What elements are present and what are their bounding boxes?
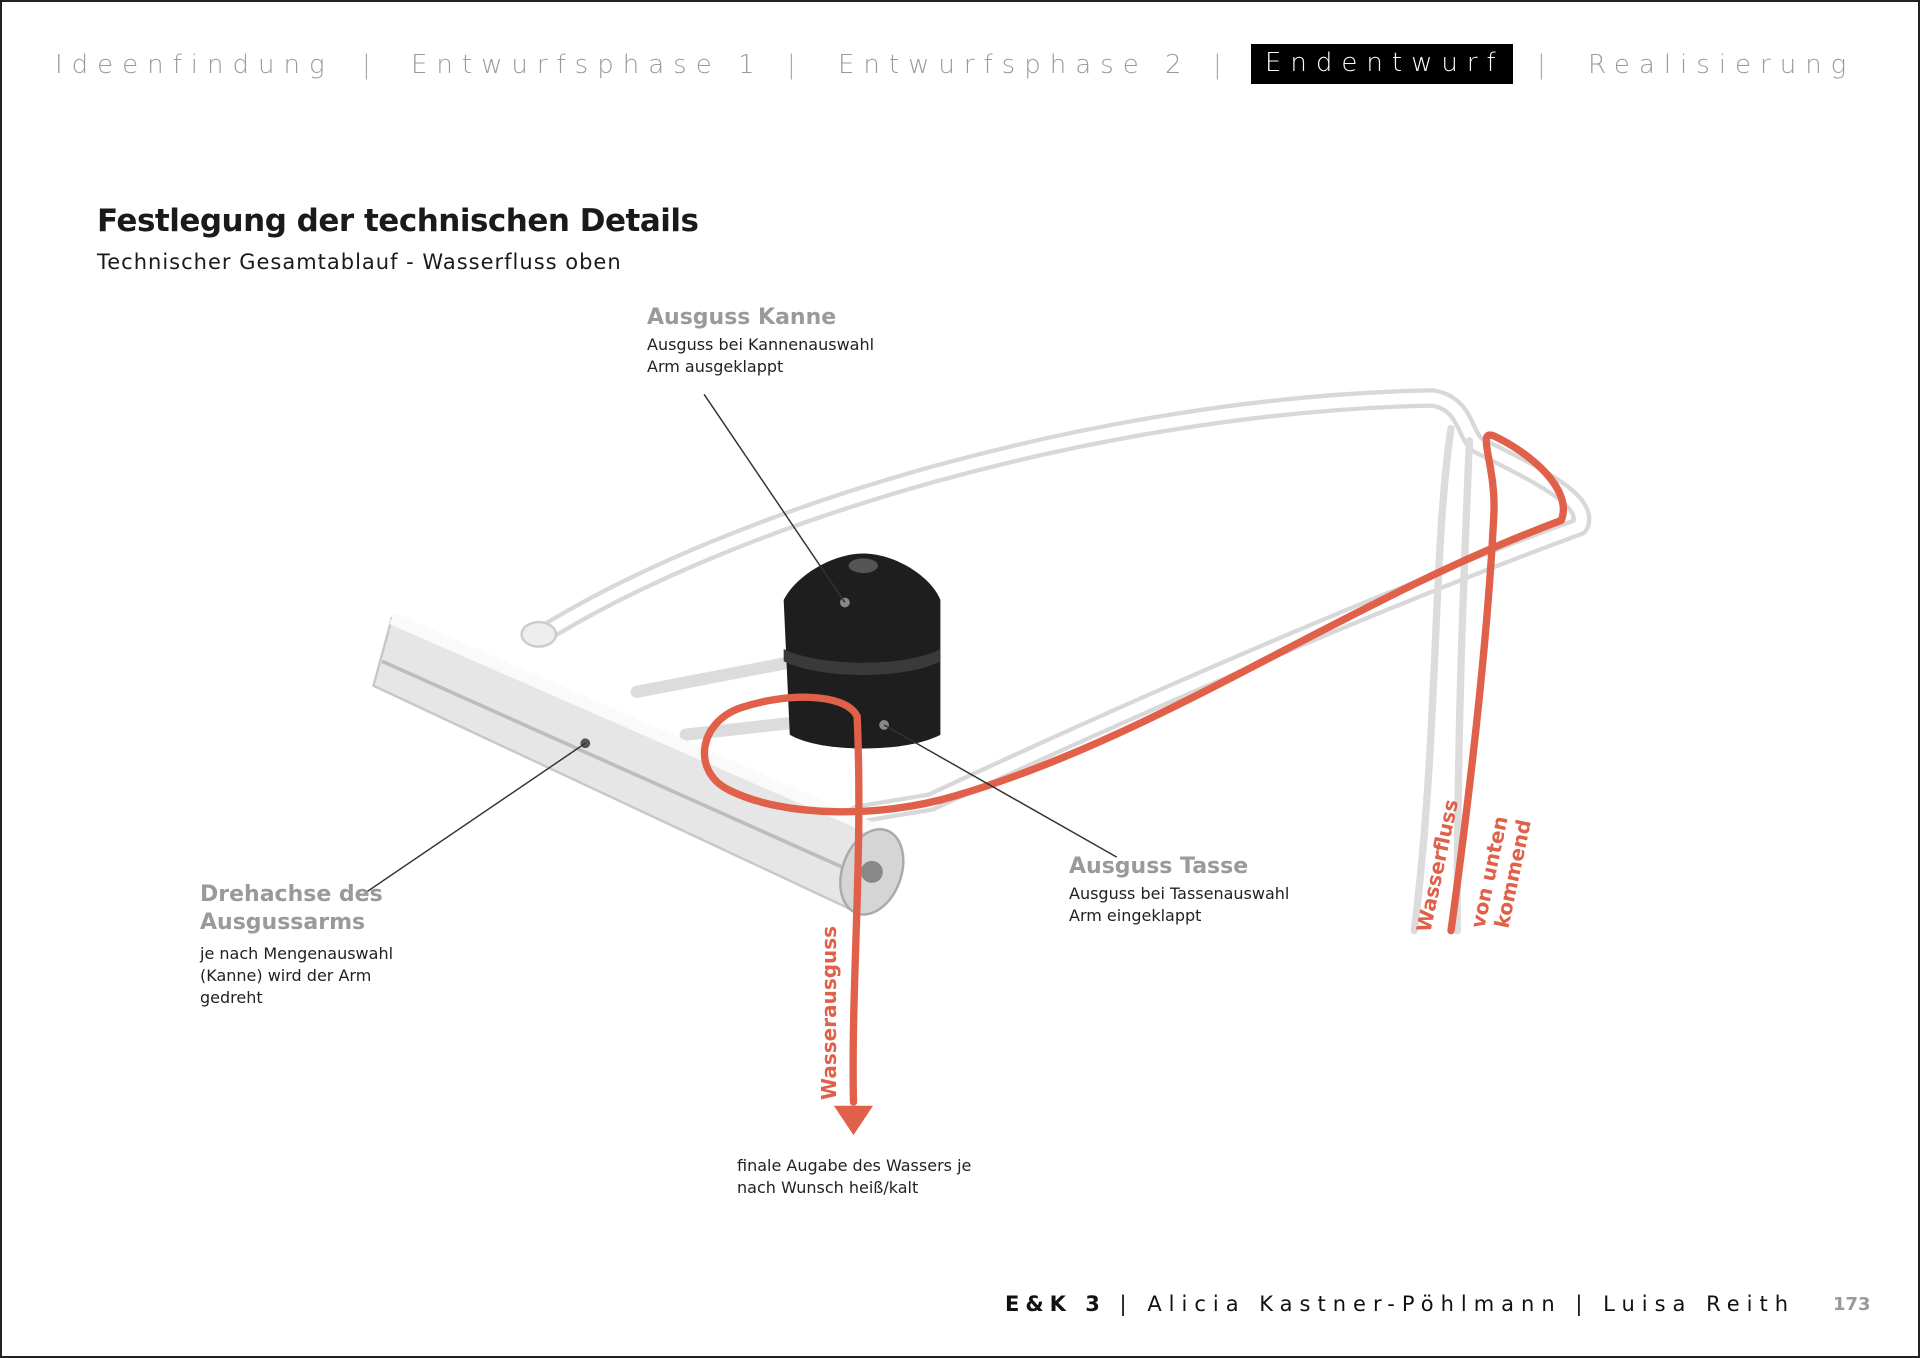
callout-title: Ausguss Tasse — [1069, 854, 1249, 879]
footer-author-1: Alicia Kastner-Pöhlmann — [1147, 1292, 1562, 1316]
nav-item-entwurfsphase-2[interactable]: Entwurfsphase 2 — [838, 50, 1191, 80]
callout-title: Ausguss Kanne — [647, 305, 837, 330]
callout-drehachse: Drehachse des Ausgussarms je nach Mengen… — [200, 881, 393, 1009]
flow-arrow-head-icon — [833, 1105, 874, 1136]
callout-title: Ausgussarms — [200, 910, 366, 935]
callout-line: Ausguss bei Tassenauswahl — [1069, 884, 1290, 903]
phase-navigation: Ideenfindung | Entwurfsphase 1 | Entwurf… — [0, 44, 1920, 84]
callout-line: (Kanne) wird der Arm — [200, 966, 372, 985]
callout-line: finale Augabe des Wassers je — [737, 1156, 972, 1175]
leader-lines — [366, 393, 1118, 893]
footer-course: E&K 3 — [1005, 1292, 1106, 1316]
footer-separator: | — [1119, 1292, 1134, 1316]
nav-separator: | — [1213, 50, 1222, 80]
nav-separator: | — [1537, 50, 1546, 80]
callout-line: je nach Mengenauswahl — [200, 944, 394, 963]
spout-nozzle — [783, 553, 941, 749]
callout-line: gedreht — [200, 988, 263, 1007]
page-subtitle: Technischer Gesamtablauf - Wasserfluss o… — [97, 250, 622, 274]
callout-title: Drehachse des — [200, 882, 383, 907]
flow-label-wasserausguss: Wasserausguss — [817, 925, 841, 1100]
nav-item-entwurfsphase-1[interactable]: Entwurfsphase 1 — [411, 50, 764, 80]
callout-line: Ausguss bei Kannenauswahl — [647, 335, 875, 354]
callout-line: nach Wunsch heiß/kalt — [737, 1178, 919, 1197]
nav-separator: | — [362, 50, 371, 80]
nav-item-ideenfindung[interactable]: Ideenfindung — [55, 50, 334, 80]
glass-tube — [520, 388, 1592, 935]
water-flow-path — [700, 431, 1567, 1106]
footer-author-2: Luisa Reith — [1603, 1292, 1796, 1316]
callout-finale-ausgabe: finale Augabe des Wassers je nach Wunsch… — [737, 1153, 971, 1199]
callout-ausguss-tasse: Ausguss Tasse Ausguss bei Tassenauswahl … — [1069, 853, 1289, 927]
nav-item-endentwurf[interactable]: Endentwurf — [1251, 44, 1513, 84]
nav-item-realisierung[interactable]: Realisierung — [1588, 50, 1856, 80]
nav-separator: | — [787, 50, 796, 80]
callout-line: Arm ausgeklappt — [647, 357, 784, 376]
page-number: 173 — [1833, 1294, 1871, 1315]
page-title: Festlegung der technischen Details — [97, 203, 699, 239]
callout-line: Arm eingeklappt — [1069, 906, 1202, 925]
footer-separator: | — [1575, 1292, 1590, 1316]
footer-credits: E&K 3 | Alicia Kastner-Pöhlmann | Luisa … — [1005, 1292, 1795, 1316]
callout-ausguss-kanne: Ausguss Kanne Ausguss bei Kannenauswahl … — [647, 304, 874, 378]
